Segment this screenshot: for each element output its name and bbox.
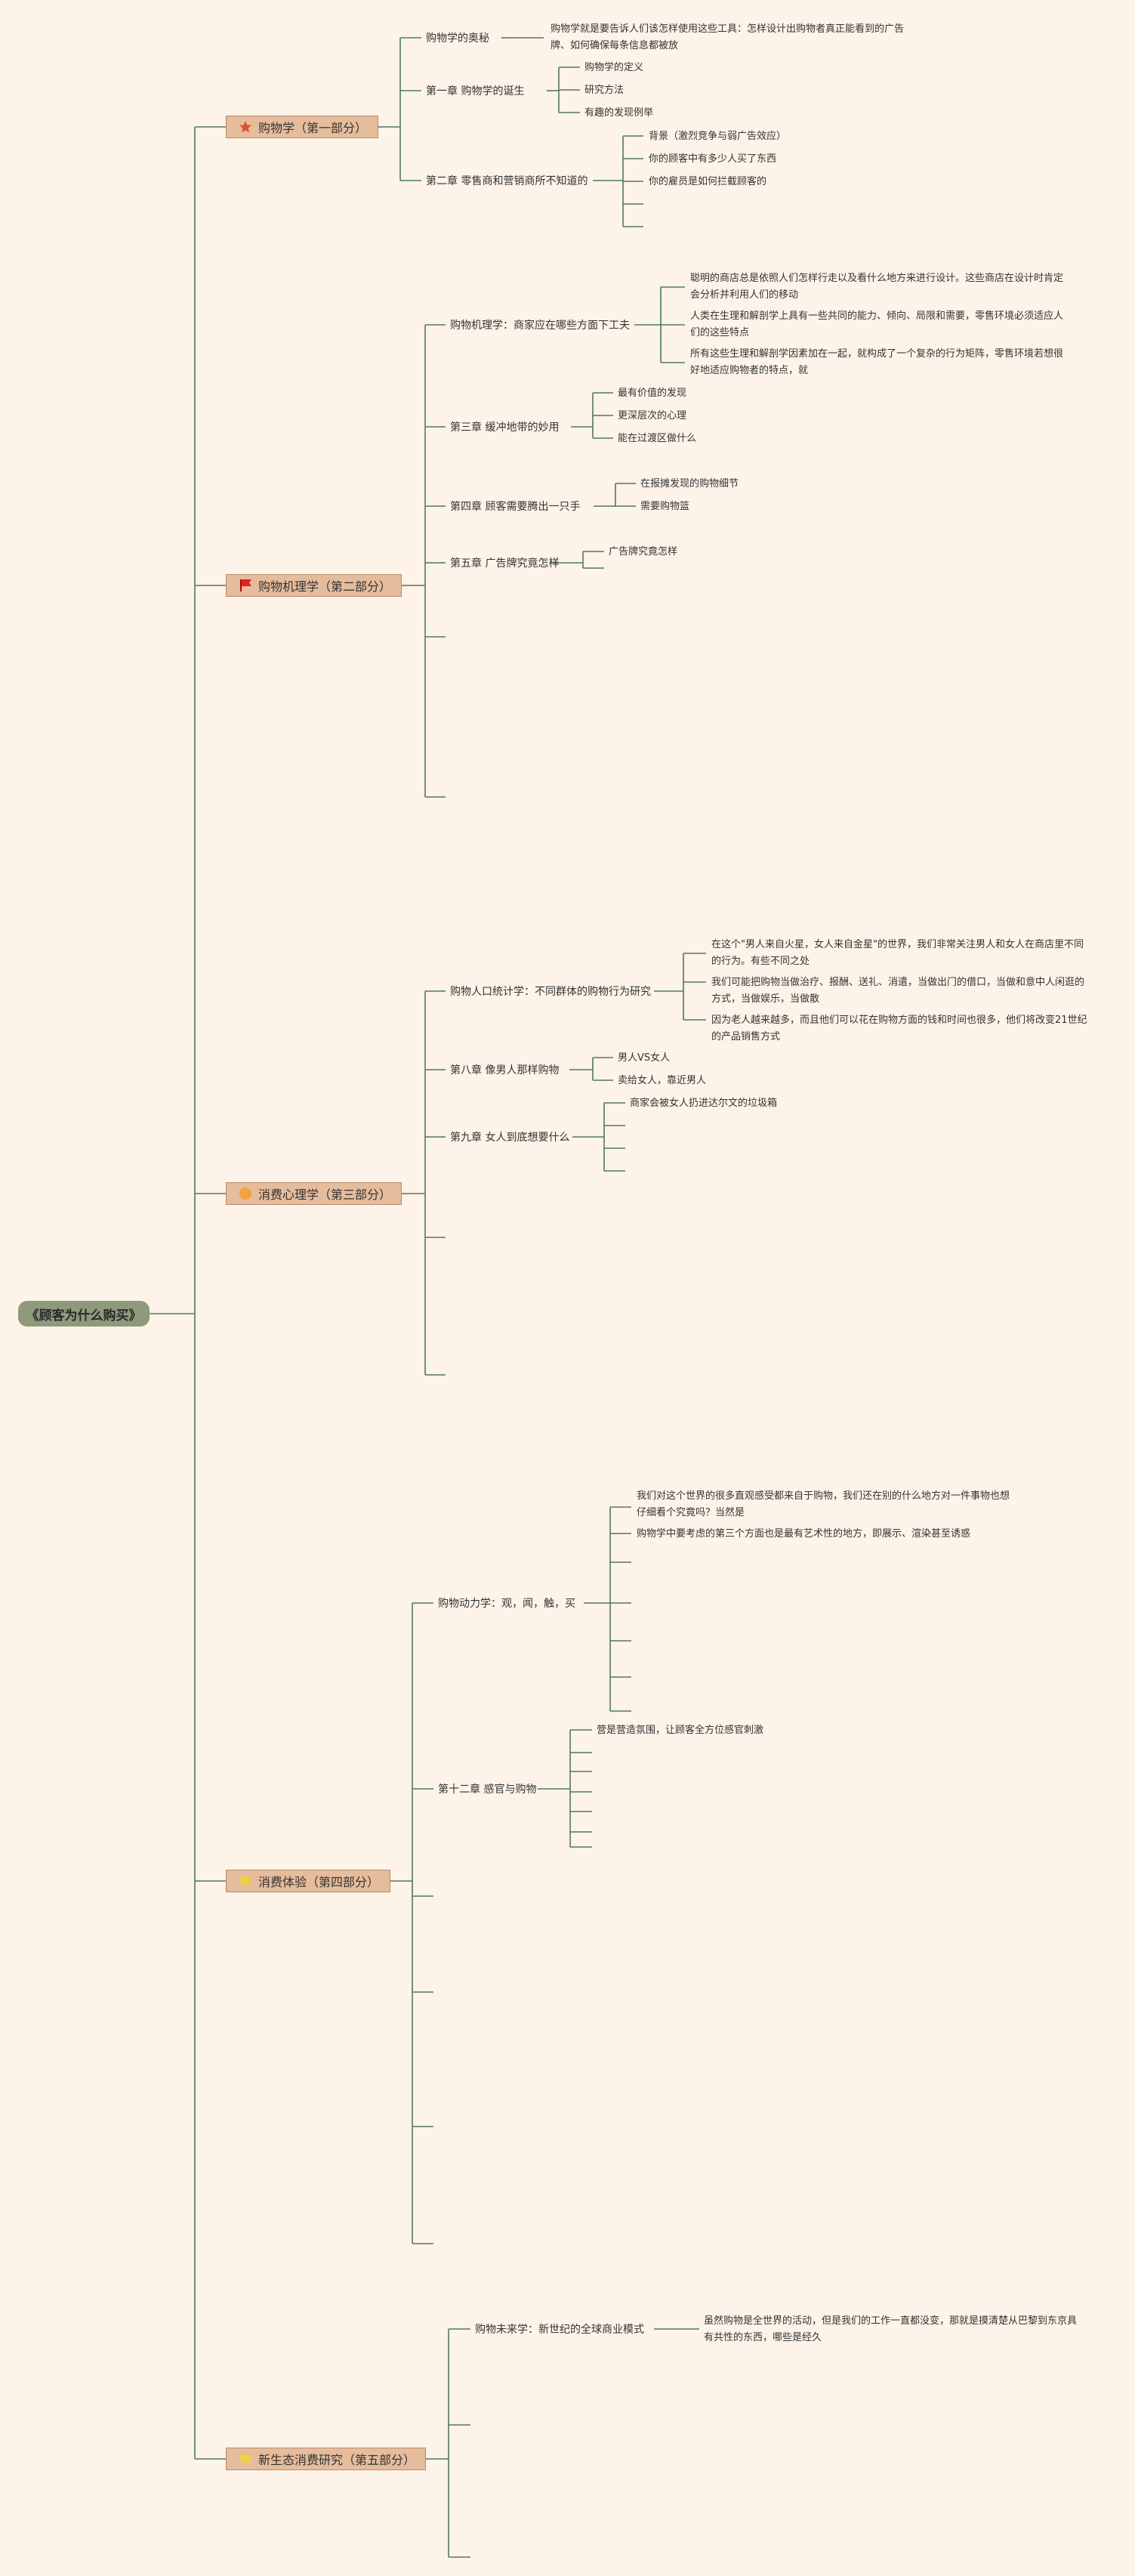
leaf-node[interactable]: 虽然购物是全世界的活动，但是我们的工作一直都没变，那就是摸清楚从巴黎到东京具有共…	[704, 2315, 1078, 2343]
leaf-node[interactable]: 需要购物篮	[640, 501, 690, 512]
leaf-node[interactable]: 我们可能把购物当做治疗、报酬、送礼、消遣，当做出门的借口，当做和意中人闲逛的方式…	[711, 977, 1085, 1005]
topic-node[interactable]: 购物学的奥秘	[426, 32, 489, 45]
leaf-node[interactable]: 营是营造氛围，让顾客全方位感官刺激	[597, 1725, 764, 1736]
leaf-node[interactable]: 商家会被女人扔进达尔文的垃圾箱	[630, 1098, 778, 1109]
topic-node[interactable]: 第四章 顾客需要腾出一只手	[450, 501, 581, 513]
part-node-5[interactable]: 新生态消费研究（第五部分）	[226, 2448, 426, 2470]
leaf-node[interactable]: 在报摊发现的购物细节	[640, 478, 739, 490]
leaf-node[interactable]: 购物学就是要告诉人们该怎样使用这些工具：怎样设计出购物者真正能看到的广告牌、如何…	[551, 23, 905, 51]
topic-node[interactable]: 第五章 广告牌究竟怎样	[450, 558, 560, 570]
root-node[interactable]: 《顾客为什么购买》	[18, 1301, 150, 1327]
part-node-3[interactable]: 消费心理学（第三部分）	[226, 1182, 402, 1205]
part-label: 新生态消费研究（第五部分）	[258, 2453, 416, 2467]
topic-node[interactable]: 购物机理学：商家应在哪些方面下工夫	[450, 320, 630, 332]
leaf-node[interactable]: 你的顾客中有多少人买了东西	[649, 153, 777, 165]
topic-node[interactable]: 第一章 购物学的诞生	[426, 85, 525, 97]
topic-node[interactable]: 第九章 女人到底想要什么	[450, 1132, 570, 1144]
leaf-node[interactable]: 研究方法	[584, 85, 625, 96]
part-node-4[interactable]: 消费体验（第四部分）	[226, 1870, 390, 1892]
star-icon	[239, 120, 252, 134]
topic-node[interactable]: 第三章 缓冲地带的妙用	[450, 422, 560, 434]
leaf-node[interactable]: 因为老人越来越多，而且他们可以花在购物方面的钱和时间也很多，他们将改变21世纪的…	[711, 1015, 1087, 1042]
leaf-node[interactable]: 所有这些生理和解剖学因素加在一起，就构成了一个复杂的行为矩阵，零售环境若想很好地…	[690, 348, 1064, 376]
yellow-heart-icon	[239, 1874, 252, 1888]
leaf-node[interactable]: 购物学中要考虑的第三个方面也是最有艺术性的地方，即展示、渲染甚至诱惑	[637, 1528, 971, 1540]
part-label: 消费体验（第四部分）	[258, 1875, 380, 1889]
topic-node[interactable]: 购物未来学：新世纪的全球商业模式	[475, 2324, 644, 2336]
leaf-node[interactable]: 能在过渡区做什么	[618, 433, 697, 444]
leaf-node[interactable]: 人类在生理和解剖学上具有一些共同的能力、倾向、局限和需要，零售环境必须适应人们的…	[690, 310, 1064, 338]
flag-icon	[239, 579, 252, 592]
leaf-node[interactable]: 你的雇员是如何拦截顾客的	[649, 176, 767, 187]
topic-node[interactable]: 第十二章 感官与购物	[438, 1784, 537, 1796]
leaf-node[interactable]: 更深层次的心理	[618, 410, 687, 422]
topic-node[interactable]: 第八章 像男人那样购物	[450, 1064, 560, 1076]
leaf-node[interactable]: 背景（激烈竞争与弱广告效应）	[649, 131, 787, 142]
topic-node[interactable]: 购物人口统计学：不同群体的购物行为研究	[450, 986, 651, 998]
leaf-node[interactable]: 在这个"男人来自火星，女人来自金星"的世界，我们非常关注男人和女人在商店里不同的…	[711, 939, 1084, 967]
orange-circle-icon	[239, 1187, 252, 1200]
yellow-heart-icon	[239, 2452, 252, 2466]
topic-node[interactable]: 第二章 零售商和营销商所不知道的	[426, 175, 588, 187]
leaf-node[interactable]: 最有价值的发现	[618, 388, 687, 399]
leaf-node[interactable]: 卖给女人，靠近男人	[618, 1075, 707, 1086]
leaf-node[interactable]: 我们对这个世界的很多直观感受都来自于购物，我们还在别的什么地方对一件事物也想仔细…	[637, 1490, 1010, 1518]
part-label: 消费心理学（第三部分）	[258, 1188, 392, 1202]
part-node-1[interactable]: 购物学（第一部分）	[226, 116, 378, 138]
leaf-node[interactable]: 有趣的发现例举	[584, 107, 654, 119]
part-label: 购物学（第一部分）	[258, 121, 368, 135]
leaf-node[interactable]: 聪明的商店总是依照人们怎样行走以及看什么地方来进行设计。这些商店在设计时肯定会分…	[690, 273, 1064, 301]
leaf-node[interactable]: 男人VS女人	[618, 1052, 671, 1064]
leaf-node[interactable]: 广告牌究竟怎样	[609, 546, 678, 558]
leaf-node[interactable]: 购物学的定义	[584, 62, 644, 73]
part-node-2[interactable]: 购物机理学（第二部分）	[226, 574, 402, 597]
part-label: 购物机理学（第二部分）	[258, 579, 392, 594]
topic-node[interactable]: 购物动力学：观，闻，触，买	[438, 1598, 575, 1610]
